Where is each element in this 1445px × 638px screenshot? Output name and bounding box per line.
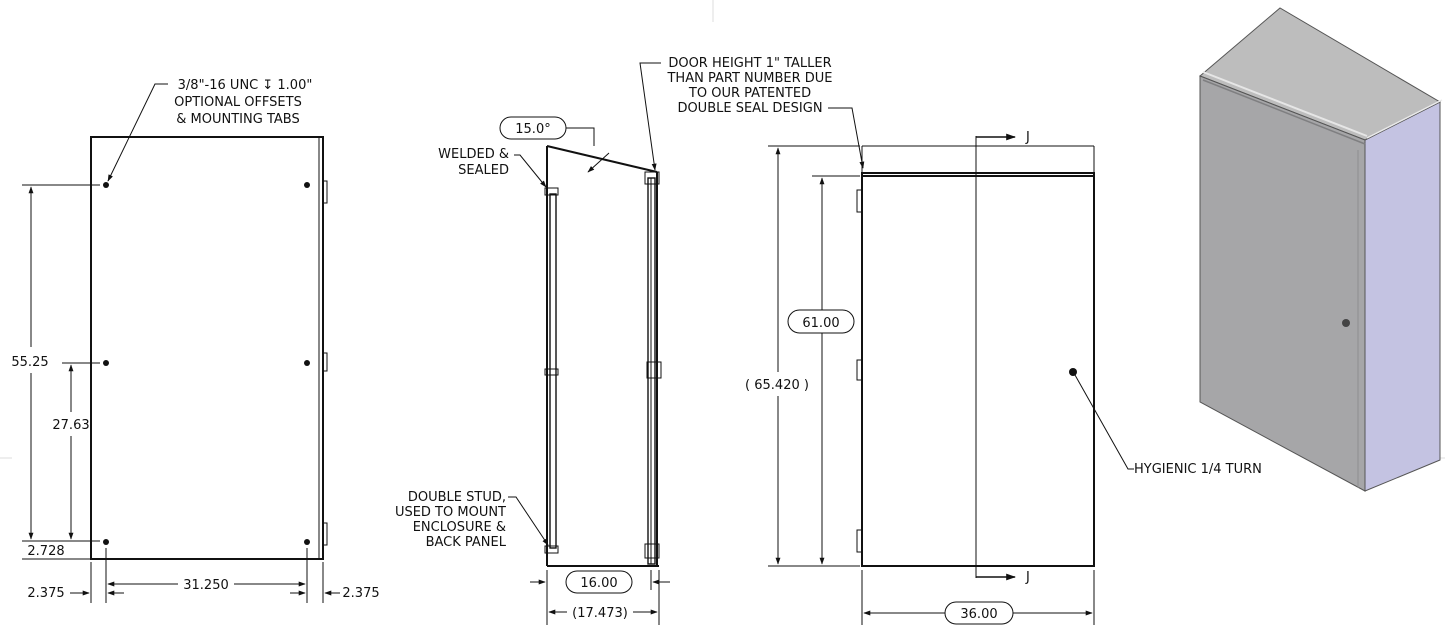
section-label-bottom: J	[1025, 570, 1030, 585]
iso-latch	[1342, 319, 1350, 327]
mounting-hole	[103, 539, 109, 545]
dim-right-offset: 2.375	[342, 586, 379, 601]
enclosure-front-face	[1199, 75, 1366, 492]
door-note-line-3: TO OUR PATENTED	[688, 86, 811, 101]
side-view: 15.0° WELDED & SEALED DOUBLE STUD, USED …	[395, 116, 670, 625]
enclosure-side-face	[1364, 101, 1441, 492]
mounting-hole	[304, 539, 310, 545]
welded-note-line-2: SEALED	[458, 163, 509, 178]
width-balloon	[944, 601, 1014, 625]
dim-bottom-offset: 2.728	[27, 544, 64, 559]
stud-note-line-1: DOUBLE STUD,	[408, 490, 506, 505]
dim-mid-hole-height: 27.63	[52, 418, 89, 433]
dim-door-height: 61.00	[802, 316, 839, 331]
back-view: 3/8"-16 UNC ↧ 1.00" OPTIONAL OFFSETS & M…	[11, 78, 380, 603]
dim-overall-height: ( 65.420 )	[745, 378, 809, 393]
front-view: J J HYGIENIC 1/4 TURN DOOR HEIGHT 1" TAL…	[639, 56, 1262, 625]
lid-angle: 15.0°	[515, 122, 550, 137]
dim-depth: 16.00	[580, 576, 617, 591]
section-label-top: J	[1025, 130, 1030, 145]
depth-balloon	[565, 570, 633, 594]
dim-left-offset: 2.375	[27, 586, 64, 601]
door-note-line-2: THAN PART NUMBER DUE	[666, 71, 832, 86]
hole-callout-line-2: OPTIONAL OFFSETS	[174, 95, 302, 110]
welded-note-line-1: WELDED &	[438, 147, 509, 162]
dim-overall-hole-height: 55.25	[11, 355, 48, 370]
hole-callout-line-3: & MOUNTING TABS	[176, 112, 299, 127]
mounting-hole	[304, 360, 310, 366]
stud-note-line-2: USED TO MOUNT	[395, 505, 506, 520]
height-balloon	[787, 309, 855, 334]
hole-callout-line-1: 3/8"-16 UNC ↧ 1.00"	[178, 78, 313, 93]
latch-knob	[1069, 368, 1077, 376]
door-outline	[861, 172, 1095, 567]
dim-depth-reference: (17.473)	[572, 606, 628, 621]
enclosure-iso-icon	[1199, 7, 1443, 492]
door-note-line-4: DOUBLE SEAL DESIGN	[677, 101, 822, 116]
mounting-hole	[304, 182, 310, 188]
back-panel-outline	[90, 136, 324, 560]
mounting-hole	[103, 182, 109, 188]
stud-note-line-4: BACK PANEL	[426, 535, 507, 550]
latch-note: HYGIENIC 1/4 TURN	[1134, 462, 1262, 477]
dim-hole-span: 31.250	[183, 578, 229, 593]
door-note-line-1: DOOR HEIGHT 1" TALLER	[668, 56, 831, 71]
mounting-hole	[103, 360, 109, 366]
stud-note-line-3: ENCLOSURE &	[413, 520, 506, 535]
dim-width: 36.00	[960, 607, 997, 622]
